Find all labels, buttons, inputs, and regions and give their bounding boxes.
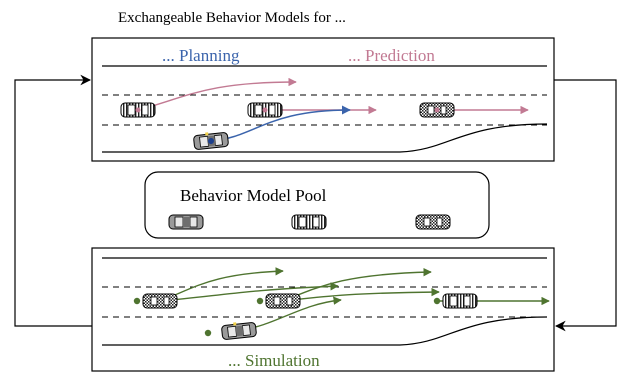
road-edge-merge	[102, 316, 548, 346]
planning-label: ... Planning	[162, 46, 240, 65]
top-panel: ... Planning ... Prediction	[91, 37, 555, 162]
diagram-title: Exchangeable Behavior Models for ...	[118, 10, 346, 26]
prediction-label: ... Prediction	[348, 46, 435, 65]
simulated-vehicle-icon	[442, 293, 478, 309]
start-point	[133, 297, 141, 305]
pool-model-gray-icon	[168, 214, 204, 230]
ego-vehicle-icon	[192, 131, 230, 151]
simulated-ego-vehicle-icon	[220, 321, 258, 341]
loop-arrow-left	[14, 74, 92, 327]
bottom-panel: ... Simulation	[91, 247, 555, 372]
pool-model-stripe-icon	[291, 214, 327, 230]
start-point	[256, 297, 264, 305]
simulated-vehicle-icon	[265, 293, 301, 309]
other-vehicle-icon	[419, 102, 455, 118]
simulated-vehicle-icon	[142, 293, 178, 309]
simulation-label: ... Simulation	[228, 351, 320, 370]
start-point	[204, 329, 212, 337]
pool-frame	[144, 171, 490, 239]
top-panel-frame	[91, 37, 555, 162]
behavior-model-pool: Behavior Model Pool	[144, 171, 490, 239]
other-vehicle-icon	[120, 102, 156, 118]
other-vehicle-icon	[247, 102, 283, 118]
loop-arrow-right	[554, 79, 617, 332]
road-edge-merge	[102, 123, 548, 153]
simulation-trajectory	[159, 282, 339, 302]
bottom-panel-frame	[91, 247, 555, 372]
pool-label: Behavior Model Pool	[180, 186, 327, 205]
start-point	[433, 297, 441, 305]
pool-model-checker-icon	[415, 214, 451, 230]
